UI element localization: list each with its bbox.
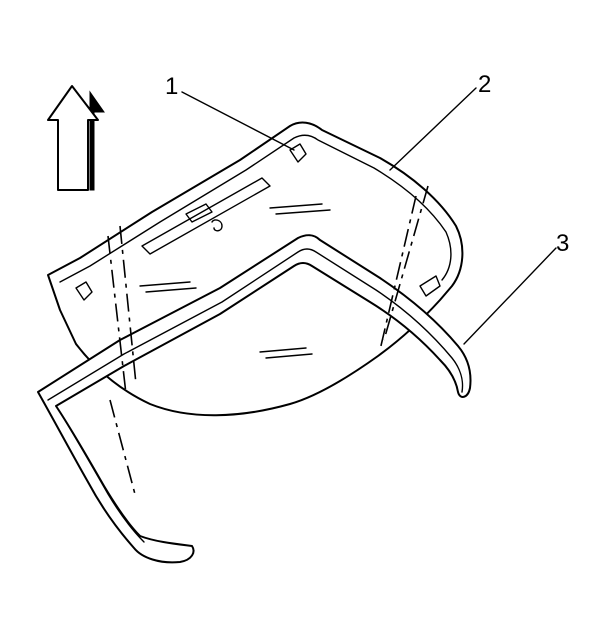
- callout-leaders: [181, 87, 557, 345]
- window-weatherstrip: [37, 234, 472, 564]
- alignment-centerlines: [107, 185, 429, 499]
- up-arrow-icon: [47, 85, 105, 191]
- callout-2: 2: [478, 71, 492, 98]
- callout-1: 1: [165, 73, 179, 100]
- callout-3: 3: [556, 230, 570, 257]
